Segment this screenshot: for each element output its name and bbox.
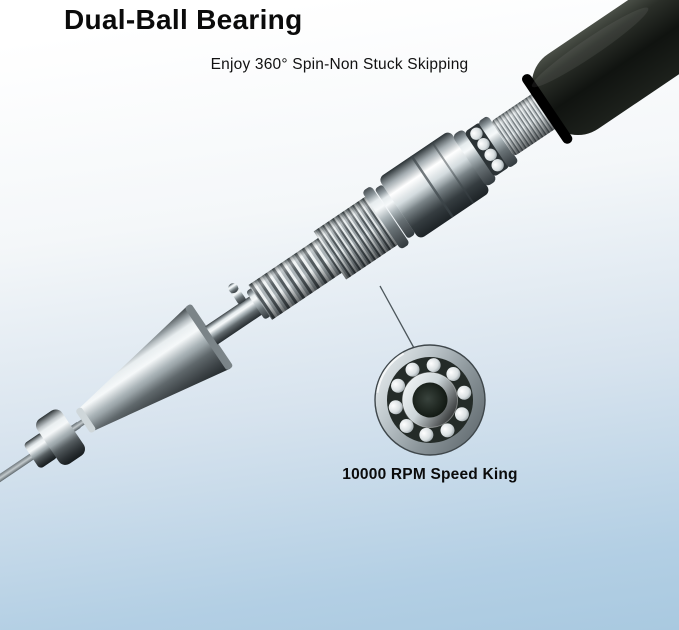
flange-discs [363, 185, 415, 249]
threaded-barrel [313, 196, 398, 280]
bearing-balls [388, 358, 472, 442]
bearing-housing-cylinder [380, 132, 489, 238]
spring-coil [247, 238, 342, 320]
end-cap-cone [76, 304, 233, 433]
washer-disc [36, 409, 85, 465]
jump-rope-mechanism-illustration [0, 0, 679, 498]
bearing-bore-hole [412, 382, 448, 418]
page-title: Dual-Ball Bearing [64, 4, 303, 35]
handle [522, 0, 679, 144]
bearing-caption: 10000 RPM Speed King [342, 466, 518, 483]
cable-nut [24, 433, 57, 468]
page-subtitle: Enjoy 360° Spin-Non Stuck Skipping [210, 56, 469, 73]
connector-shaft [205, 283, 266, 345]
ball-bearing-race [453, 116, 518, 186]
callout-pointer-line [379, 285, 415, 349]
ball-bearing-illustration [374, 344, 486, 456]
